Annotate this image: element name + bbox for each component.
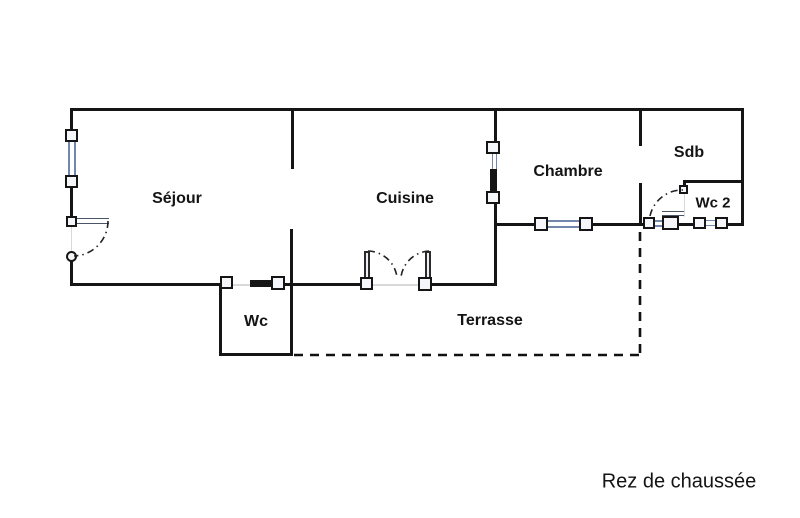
sdb-window-frame-left: [643, 217, 655, 229]
room-label-chambre: Chambre: [533, 163, 603, 180]
wall-wc-left: [219, 283, 222, 356]
floor-caption: Rez de chaussée: [601, 470, 757, 493]
entry-door-opening-line: [71, 227, 72, 253]
wall-sejour-cuisine-upper: [291, 108, 294, 169]
room-label-wc2: Wc 2: [695, 194, 731, 212]
wall-sdb-bottom: [678, 223, 696, 226]
left-window-frame-top: [65, 129, 78, 142]
wall-wc-bottom: [219, 353, 293, 356]
french-door-leaf-left: [364, 251, 370, 279]
sdb-window-glazing: [653, 220, 664, 227]
left-window-glazing: [68, 140, 76, 177]
wall-cuisine-bottom-left: [283, 283, 362, 286]
entry-door-swing-arc: [73, 220, 109, 257]
cuisine-chambre-door-leaf: [490, 169, 497, 193]
wall-top: [70, 108, 744, 111]
wc2-window-frame-left: [693, 217, 706, 229]
wall-chambre-sdb-lower: [639, 183, 642, 226]
french-door-hinge-right: [418, 277, 432, 291]
room-label-wc: Wc: [244, 313, 268, 330]
wall-left-upper: [70, 108, 73, 132]
wall-chambre-bottom-a: [494, 223, 538, 226]
cuisine-chambre-door-frame-bottom: [486, 191, 500, 204]
wc2-door-opening-line: [684, 192, 685, 217]
chambre-window-glazing: [547, 220, 580, 228]
room-label-sdb: Sdb: [673, 144, 705, 161]
wall-cuisine-chambre-lower: [494, 203, 497, 286]
cuisine-chambre-door-line: [492, 153, 497, 171]
wc-door-leaf: [250, 280, 272, 287]
chambre-window-frame-right: [579, 217, 593, 231]
entry-door-latch-point: [66, 251, 77, 262]
wall-sejour-cuisine-lower: [290, 229, 293, 356]
french-door-threshold: [373, 284, 419, 286]
french-door-hinge-left: [360, 277, 373, 290]
wall-cuisine-chambre-upper: [494, 108, 497, 143]
wall-wc2-top: [683, 180, 744, 183]
french-door-swing-arc-left: [367, 250, 398, 278]
wc-door-frame-right: [271, 276, 285, 290]
room-label-terrasse: Terrasse: [457, 312, 523, 329]
wall-cuisine-bottom-right: [430, 283, 497, 286]
wall-chambre-bottom-b: [592, 223, 647, 226]
wall-sejour-bottom: [70, 283, 223, 286]
wall-wc2-bottom: [726, 223, 744, 226]
wc2-window-frame-right: [715, 217, 728, 229]
chambre-window-frame-left: [534, 217, 548, 231]
room-label-sejour: Séjour: [152, 190, 202, 207]
wall-left-lower: [70, 259, 73, 286]
left-window-frame-bottom: [65, 175, 78, 188]
wall-left-middle: [70, 185, 73, 219]
wc-door-threshold: [233, 284, 252, 286]
french-door-leaf-right: [425, 251, 431, 279]
sdb-window-frame-right: [662, 216, 679, 230]
entry-door-hinge: [66, 216, 77, 227]
wall-chambre-sdb-upper: [639, 108, 642, 146]
wc2-window-glazing: [704, 220, 717, 226]
wall-right: [741, 108, 744, 226]
cuisine-chambre-door-frame-top: [486, 141, 500, 154]
entry-door-leaf: [76, 218, 109, 224]
wc2-door-hinge: [679, 185, 688, 194]
room-label-cuisine: Cuisine: [376, 190, 434, 207]
wc-door-frame-left: [220, 276, 233, 289]
